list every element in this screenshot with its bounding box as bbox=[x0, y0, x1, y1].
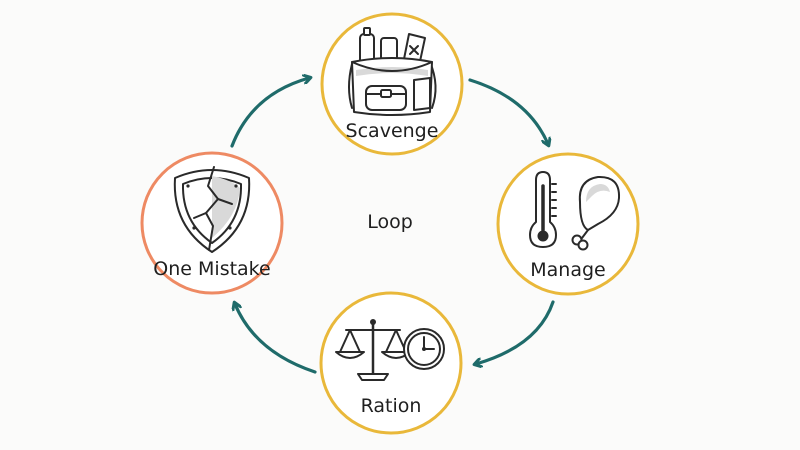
arrow-one-mistake-to-scavenge bbox=[230, 78, 309, 148]
node-manage: Manage bbox=[496, 152, 640, 296]
node-scavenge: Scavenge bbox=[320, 12, 464, 156]
backpack-icon bbox=[348, 27, 437, 116]
node-label-ration: Ration bbox=[361, 395, 422, 417]
node-ring bbox=[319, 291, 463, 435]
node-ration: Ration bbox=[319, 291, 463, 435]
thermometer-icon bbox=[529, 171, 557, 248]
node-label-one-mistake: One Mistake bbox=[153, 258, 270, 280]
node-one-mistake: One Mistake bbox=[140, 151, 284, 295]
clock-icon bbox=[403, 328, 445, 370]
arrow-scavenge-to-manage bbox=[468, 78, 548, 144]
drumstick-icon bbox=[571, 175, 621, 251]
node-label-scavenge: Scavenge bbox=[346, 120, 439, 142]
cracked-shield-icon bbox=[173, 166, 251, 253]
center-label: Loop bbox=[367, 211, 413, 233]
node-label-manage: Manage bbox=[530, 259, 605, 281]
balance-scale-icon bbox=[335, 319, 411, 381]
arrow-manage-to-ration bbox=[476, 300, 555, 364]
arrow-ration-to-one-mistake bbox=[235, 304, 317, 374]
